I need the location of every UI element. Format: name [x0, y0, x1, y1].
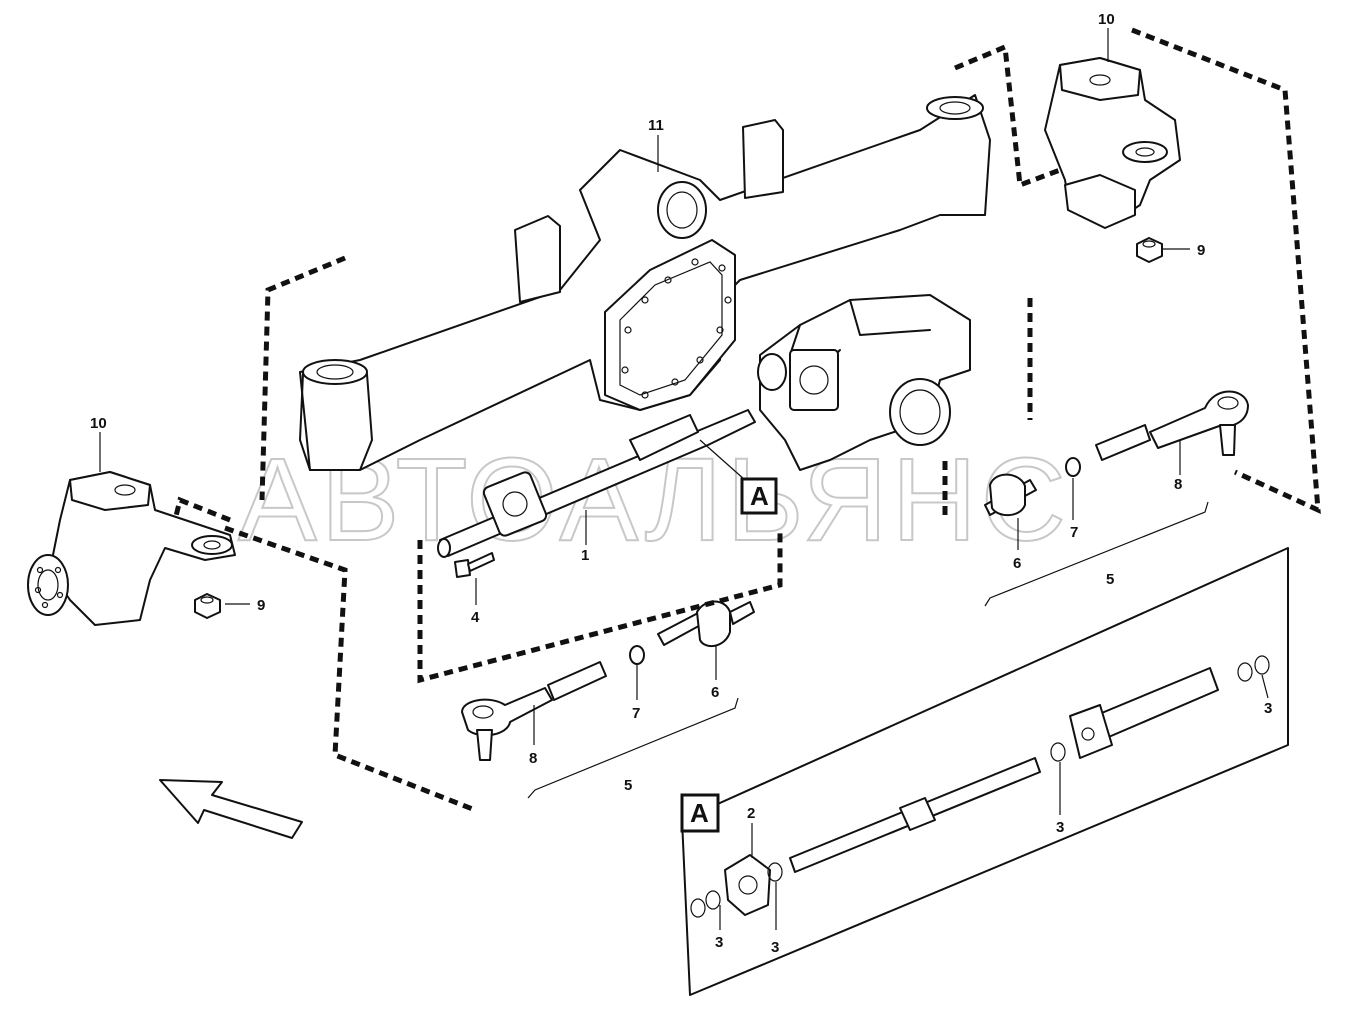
detail-a-inset [681, 547, 1289, 996]
direction-arrow-icon [159, 779, 303, 839]
label-shaft: 1 [581, 547, 589, 564]
label-washer-right: 7 [1070, 524, 1078, 541]
label-ring-d: 3 [1264, 700, 1272, 717]
label-bolt: 4 [471, 609, 480, 626]
tie-rod-left [461, 600, 755, 761]
label-tie-rod-left: 5 [624, 777, 632, 794]
callout-labels: 11 10 10 9 9 1 4 6 7 8 5 6 7 8 5 2 3 3 3… [90, 11, 1272, 956]
differential-carrier [757, 294, 971, 471]
label-joint-right: 6 [1013, 555, 1021, 572]
nut-right [1136, 237, 1163, 263]
bolt [454, 552, 495, 578]
leader-lines [99, 28, 1269, 930]
label-end-left: 8 [529, 750, 537, 767]
detail-tag-a: A [740, 477, 778, 515]
detail-tag-a-text: A [750, 481, 769, 511]
steering-knuckle-left [27, 471, 236, 626]
label-nut-left: 9 [257, 597, 265, 614]
label-ring-a: 3 [715, 934, 723, 951]
label-flange: 2 [747, 805, 755, 822]
axle-beam [299, 94, 991, 471]
nut-left [194, 593, 221, 619]
detail-inset-tag-a: A [680, 793, 720, 833]
steering-knuckle-right [1044, 57, 1181, 229]
label-knuckle-left: 10 [90, 415, 107, 432]
dashed-reference-lines [172, 27, 1321, 813]
label-knuckle-right: 10 [1098, 11, 1115, 28]
detail-inset-tag-a-text: A [690, 798, 709, 828]
drive-shaft [437, 409, 756, 558]
label-ring-b: 3 [771, 939, 779, 956]
label-end-right: 8 [1174, 476, 1182, 493]
label-axle-beam: 11 [648, 117, 664, 134]
tie-rod-right [984, 390, 1249, 517]
label-ring-c: 3 [1056, 819, 1064, 836]
label-nut-right: 9 [1197, 242, 1205, 259]
label-joint-left: 6 [711, 684, 719, 701]
label-washer-left: 7 [632, 705, 640, 722]
label-tie-rod-right: 5 [1106, 571, 1114, 588]
